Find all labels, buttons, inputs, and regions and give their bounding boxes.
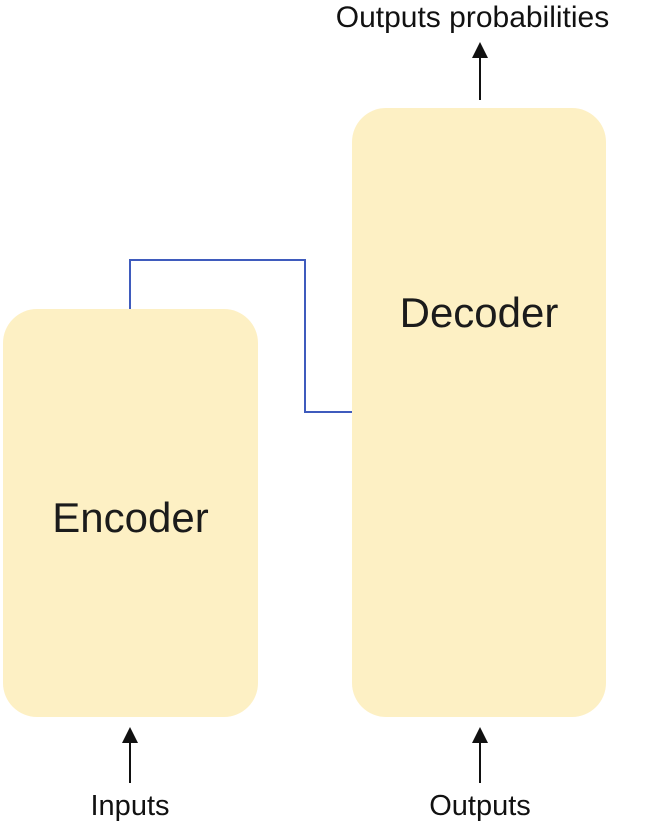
inputs-label: Inputs (90, 790, 170, 822)
outputs-probabilities-label: Outputs probabilities (335, 1, 610, 34)
outputs-label: Outputs (429, 790, 531, 822)
decoder-label: Decoder (399, 288, 559, 336)
decoder-output-arrowhead-icon (472, 42, 488, 58)
encoder-input-arrowhead-icon (122, 727, 138, 743)
encoder-decoder-connector (129, 259, 352, 413)
encoder-label: Encoder (52, 494, 209, 541)
decoder-block: Decoder (352, 108, 606, 717)
decoder-input-arrowhead-icon (472, 727, 488, 743)
encoder-block: Encoder (3, 309, 258, 717)
